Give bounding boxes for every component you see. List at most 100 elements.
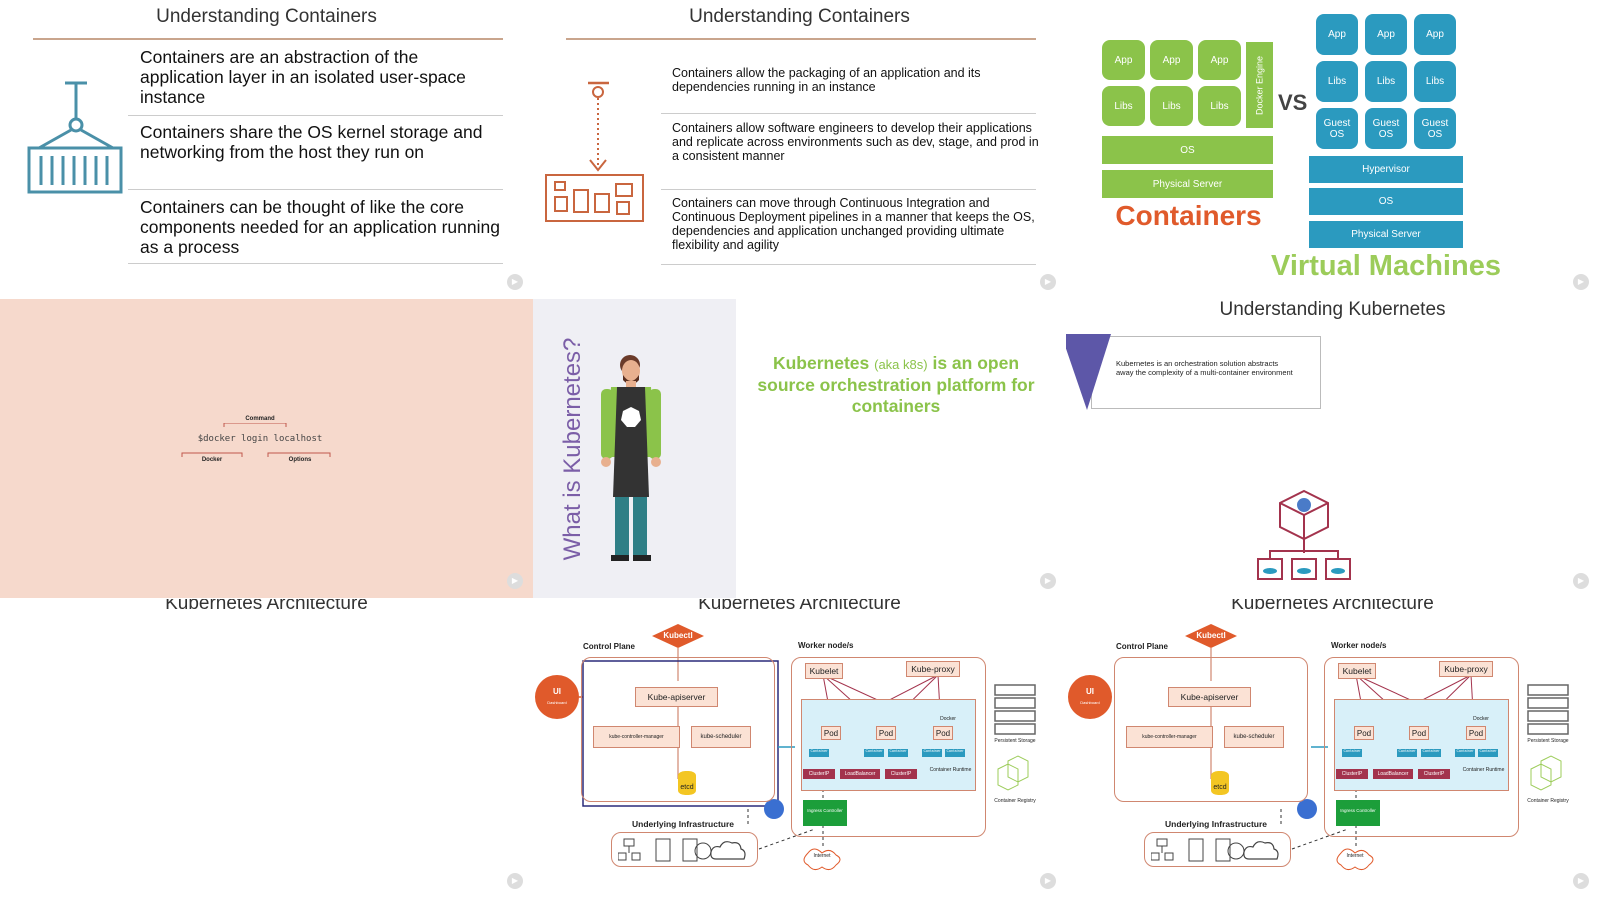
slide-understanding-containers-2[interactable]: Understanding Containers Containers allo… <box>533 0 1066 299</box>
ui-label: UI <box>1086 687 1094 696</box>
slide-understanding-containers-1[interactable]: Understanding Containers Containers are … <box>0 0 533 299</box>
libs-box: Libs <box>1414 61 1456 102</box>
container-runtime-label: Container Runtime <box>929 767 972 773</box>
slide-kubernetes-architecture[interactable]: Kubernetes Architecture Kubectl UI Dashb… <box>1066 599 1599 898</box>
play-icon[interactable]: ▶ <box>1040 274 1056 290</box>
controller-manager-box: kube-controller-manager <box>593 726 680 748</box>
container-registry-label: Container Registry <box>1527 798 1569 804</box>
kube-proxy-box: Kube-proxy <box>906 661 960 677</box>
os-box: OS <box>1102 136 1273 164</box>
libs-box: Libs <box>1102 86 1145 126</box>
container-chip: Container <box>1342 749 1362 757</box>
worker-nodes-label: Worker node/s <box>1331 641 1387 650</box>
kubelet-box: Kubelet <box>805 663 843 679</box>
play-icon[interactable]: ▶ <box>507 573 523 589</box>
app-box: App <box>1316 14 1358 55</box>
bullet-point: Containers allow the packaging of an app… <box>672 66 981 94</box>
play-icon[interactable]: ▶ <box>507 873 523 889</box>
ui-label: UI <box>553 687 561 696</box>
container-chip: Container <box>864 749 884 757</box>
container-chip: Container <box>945 749 965 757</box>
control-plane-label: Control Plane <box>1116 642 1169 651</box>
app-box: App <box>1365 14 1407 55</box>
container-chip: Container <box>1455 749 1475 757</box>
play-icon[interactable]: ▶ <box>1040 573 1056 589</box>
title-divider <box>33 38 503 40</box>
person-apron-illustration <box>601 355 661 561</box>
slide-understanding-kubernetes[interactable]: Understanding Kubernetes Kubernetes is a… <box>1066 299 1599 598</box>
internet-label: Internet <box>813 853 831 859</box>
worker-nodes-label: Worker node/s <box>798 641 854 650</box>
bullet-point: Containers can move through Continuous I… <box>672 196 1035 252</box>
separator <box>128 115 503 116</box>
command-brackets <box>181 423 331 457</box>
shipping-container-icon <box>27 81 123 194</box>
virtual-machines-label: Virtual Machines <box>1271 250 1501 282</box>
app-box: App <box>1102 40 1145 80</box>
slide-what-is-kubernetes[interactable]: What is Kubernetes? Kubernetes (aka k8s)… <box>533 299 1066 598</box>
play-icon[interactable]: ▶ <box>1573 873 1589 889</box>
separator <box>128 189 503 190</box>
play-icon[interactable]: ▶ <box>507 274 523 290</box>
container-chip: Container <box>888 749 908 757</box>
worker-node-box <box>791 657 986 837</box>
clusterip-chip: ClusterIP <box>1336 769 1368 779</box>
etcd-label: etcd <box>680 784 694 791</box>
container-chip: Container <box>1478 749 1498 757</box>
ingress-controller-box: Ingress Controller <box>803 800 847 826</box>
separator <box>661 113 1036 114</box>
kube-proxy-box: Kube-proxy <box>1439 661 1493 677</box>
guest-os-box: Guest OS <box>1316 108 1358 149</box>
docker-label: Docker <box>940 716 956 722</box>
slide-title: Kubernetes Architecture <box>165 599 368 614</box>
play-icon[interactable]: ▶ <box>1040 873 1056 889</box>
kubernetes-cluster-icon <box>1257 489 1351 580</box>
slide-kubernetes-architecture-blank[interactable]: Kubernetes Architecture ▶ <box>0 599 533 898</box>
statement-aka: (aka k8s) <box>874 357 928 372</box>
etcd-cylinder <box>1211 771 1229 795</box>
libs-box: Libs <box>1316 61 1358 102</box>
kubectl-label: Kubectl <box>1196 631 1226 640</box>
persistent-storage-label: Persistent Storage <box>994 738 1036 744</box>
kube-apiserver-box: Kube-apiserver <box>635 687 718 707</box>
control-plane-box <box>1114 657 1308 802</box>
pod-box: Pod <box>1354 726 1374 740</box>
slide-title: Understanding Containers <box>689 6 910 27</box>
internet-label: Internet <box>1346 853 1364 859</box>
pod-box: Pod <box>1466 726 1486 740</box>
guest-os-box: Guest OS <box>1414 108 1456 149</box>
architecture-connectors <box>1068 624 1569 871</box>
bullet-point: Containers can be thought of like the co… <box>140 197 500 257</box>
ui-sub-label: Dashboard <box>1080 700 1100 705</box>
container-chip: Container <box>1421 749 1441 757</box>
play-icon[interactable]: ▶ <box>1573 274 1589 290</box>
statement-term: Kubernetes <box>772 353 870 373</box>
infrastructure-box <box>611 832 758 867</box>
containers-label: Containers <box>1115 200 1262 231</box>
kube-scheduler-box: kube-scheduler <box>691 726 751 748</box>
vertical-title: What is Kubernetes? <box>559 337 586 561</box>
statement-rest: is an open source orchestration platform… <box>757 353 1035 416</box>
kubelet-box: Kubelet <box>1338 663 1376 679</box>
slide-title: Kubernetes Architecture <box>1231 599 1434 614</box>
docker-command: $docker login localhost <box>197 434 323 444</box>
slide-kubernetes-architecture[interactable]: Kubernetes Architecture Kubectl UI Dashb… <box>533 599 1066 898</box>
pod-box: Pod <box>876 726 896 740</box>
libs-box: Libs <box>1150 86 1193 126</box>
pod-box: Pod <box>1409 726 1429 740</box>
loadbalancer-chip: LoadBalancer <box>1373 769 1413 779</box>
definition-text: Kubernetes is an orchestration solution … <box>1116 359 1293 377</box>
label-command: Command <box>245 416 275 422</box>
play-icon[interactable]: ▶ <box>1573 573 1589 589</box>
infrastructure-icons <box>618 838 746 862</box>
container-chip: Container <box>922 749 942 757</box>
separator <box>128 263 503 264</box>
ingress-controller-box: Ingress Controller <box>1336 800 1380 826</box>
bullet-point: Containers are an abstraction of the app… <box>140 47 466 107</box>
slide-containers-vs-vms[interactable]: App App App Libs Libs Libs Docker Engine… <box>1066 0 1599 299</box>
container-packaging-icon <box>545 81 644 222</box>
bullet-point: Containers allow software engineers to d… <box>672 121 1039 163</box>
etcd-label: etcd <box>1213 784 1227 791</box>
title-divider <box>566 38 1036 40</box>
slide-docker-command[interactable]: Command $docker login localhost Docker O… <box>0 299 533 598</box>
